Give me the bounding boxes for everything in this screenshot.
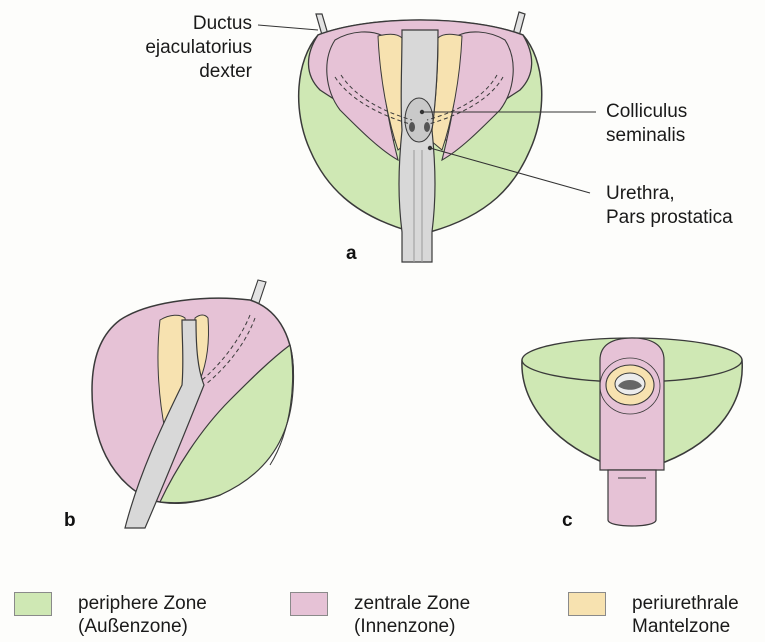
label-ductus-ejaculatorius: Ductus ejaculatorius dexter [100, 12, 252, 84]
label-ductus-line2: ejaculatorius [100, 36, 252, 60]
legend-item-central: zentrale Zone (Innenzone) [354, 592, 470, 638]
label-ductus-line1: Ductus [100, 12, 252, 36]
legend-swatch-periurethral [568, 592, 606, 616]
legend-swatch-peripheral [14, 592, 52, 616]
leader-ductus [258, 25, 318, 30]
legend-item-periurethral: periurethrale Mantelzone [632, 592, 739, 638]
label-colliculus-seminalis: Colliculus seminalis [606, 100, 687, 148]
ejaculatory-opening-left [409, 122, 415, 132]
panel-label-a: a [346, 243, 357, 265]
panel-c-drawing [522, 338, 742, 526]
panel-b-drawing [92, 280, 294, 528]
panel-a-urethra [399, 30, 438, 262]
label-colliculus-line1: Colliculus [606, 100, 687, 124]
ejaculatory-opening-right [424, 122, 430, 132]
legend-periurethral-name: periurethrale [632, 592, 739, 615]
colliculus-seminalis-shape [405, 98, 433, 142]
legend-periurethral-sub: Mantelzone [632, 615, 739, 638]
legend-peripheral-sub: (Außenzone) [78, 615, 207, 638]
legend-swatch-central [290, 592, 328, 616]
label-urethra-line1: Urethra, [606, 182, 733, 206]
label-urethra-line2: Pars prostatica [606, 206, 733, 230]
panel-label-c: c [562, 510, 573, 532]
legend-peripheral-name: periphere Zone [78, 592, 207, 615]
label-ductus-line3: dexter [100, 60, 252, 84]
label-urethra-pars-prostatica: Urethra, Pars prostatica [606, 182, 733, 230]
label-colliculus-line2: seminalis [606, 124, 687, 148]
panel-label-b: b [64, 510, 76, 532]
legend-central-name: zentrale Zone [354, 592, 470, 615]
panel-a-drawing [258, 12, 596, 262]
legend-central-sub: (Innenzone) [354, 615, 470, 638]
legend-item-peripheral: periphere Zone (Außenzone) [78, 592, 207, 638]
